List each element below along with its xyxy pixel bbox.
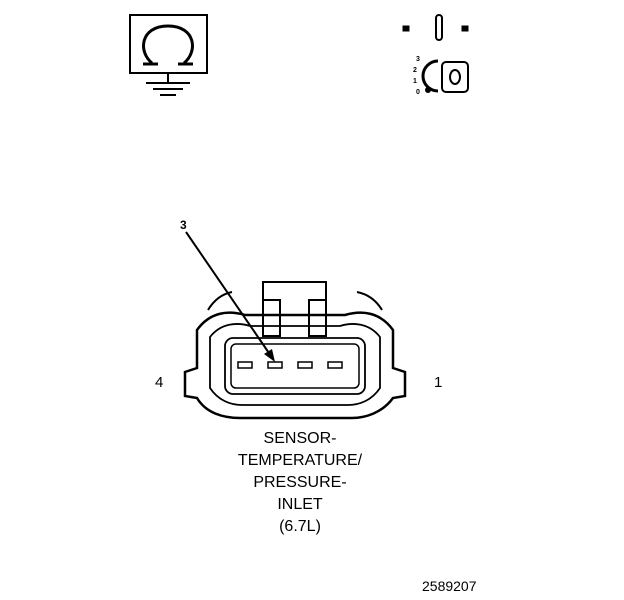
ignition-position-3: 3: [416, 56, 420, 63]
pin-callout-label: 3: [180, 218, 187, 232]
ignition-key-icon: [402, 14, 469, 93]
caption-line: INLET: [277, 496, 323, 513]
ignition-positions: 3 2 1 0: [413, 54, 420, 98]
ignition-position-0: 0: [416, 89, 420, 96]
ignition-position-1: 1: [413, 78, 417, 85]
pin-1-label: 1: [434, 374, 443, 391]
connector-body: [183, 281, 407, 420]
caption-line: SENSOR-: [263, 430, 337, 447]
figure-id: 2589207: [422, 578, 477, 594]
ignition-position-2: 2: [413, 67, 417, 74]
ohmmeter-icon: [129, 14, 208, 96]
caption-line: (6.7L): [279, 518, 321, 535]
callout-leader: [185, 231, 275, 362]
caption-line: TEMPERATURE/: [237, 452, 363, 469]
caption-line: PRESSURE-: [253, 474, 347, 491]
connector-caption: SENSOR- TEMPERATURE/ PRESSURE- INLET (6.…: [170, 428, 430, 538]
pin-4-label: 4: [155, 374, 164, 391]
